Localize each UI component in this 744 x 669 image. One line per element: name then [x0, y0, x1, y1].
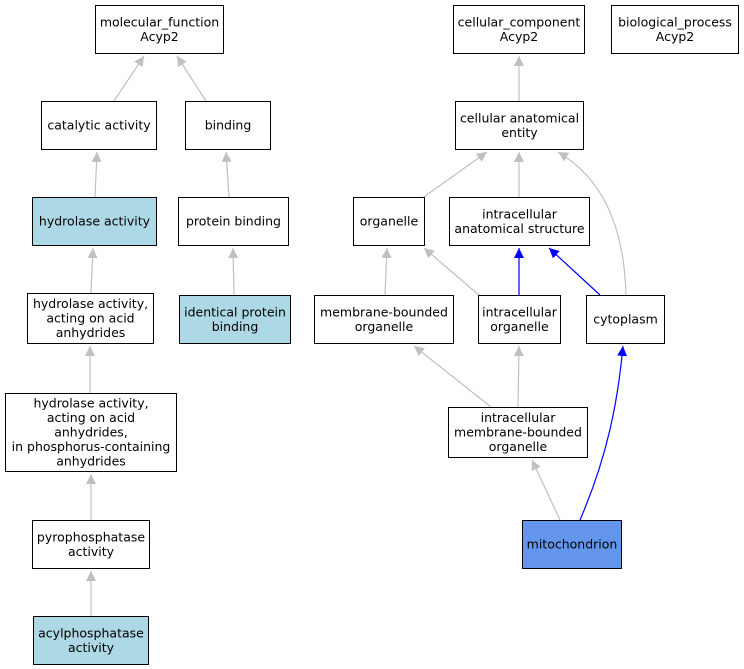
node-label-line: cellular anatomical: [460, 110, 579, 125]
node-cytoplasm[interactable]: cytoplasm: [586, 295, 665, 344]
node-box: [27, 293, 154, 344]
node-box: [611, 5, 739, 54]
node-label-line: anhydrides: [56, 454, 126, 469]
node-hydrolase-phosphorus[interactable]: hydrolase activity,acting on acidanhydri…: [5, 393, 177, 472]
edge-hydrolase-activity-to-catalytic-activity: [91, 151, 102, 198]
node-box: [586, 295, 665, 344]
node-mitochondrion[interactable]: mitochondrion: [522, 520, 622, 569]
node-box: [5, 393, 177, 472]
edge-mitochondrion-to-intracellular-membrane-bounded-organelle: [531, 459, 561, 521]
node-label-line: hydrolase activity: [39, 214, 151, 229]
node-box: [353, 197, 425, 246]
edge-intracellular-membrane-bounded-organelle-to-intracellular-organelle: [513, 345, 524, 408]
node-label-line: in phosphorus-containing: [12, 439, 171, 454]
node-label-line: pyrophosphatase: [37, 529, 145, 544]
node-binding[interactable]: binding: [185, 101, 271, 150]
edges-layer: [85, 55, 628, 616]
edge-catalytic-activity-to-molecular-function: [113, 55, 145, 102]
node-catalytic-activity[interactable]: catalytic activity: [41, 101, 157, 150]
node-label-line: acting on acid: [46, 311, 134, 326]
node-box: [449, 197, 590, 246]
edge-protein-binding-to-binding: [221, 151, 232, 198]
edge-identical-protein-binding-to-protein-binding: [228, 247, 239, 296]
node-label-line: organelle: [360, 214, 419, 229]
node-label-line: organelle: [355, 319, 414, 334]
edge-cytoplasm-to-intracellular-anatomical-structure: [548, 247, 601, 296]
edge-membrane-bounded-organelle-to-organelle: [381, 247, 392, 296]
node-label-line: anhydrides,: [54, 425, 128, 440]
node-label-line: intracellular: [482, 304, 558, 319]
node-label-line: hydrolase activity,: [33, 396, 148, 411]
node-hydrolase-activity[interactable]: hydrolase activity: [32, 197, 157, 246]
node-label-line: Acyp2: [500, 29, 539, 44]
node-organelle[interactable]: organelle: [353, 197, 425, 246]
node-label-line: mitochondrion: [527, 537, 618, 552]
node-label-line: binding: [205, 118, 252, 133]
node-label-line: activity: [68, 640, 115, 655]
node-label-line: anatomical structure: [454, 221, 584, 236]
edge-mitochondrion-to-cytoplasm: [579, 345, 628, 521]
node-box: [179, 295, 291, 344]
node-label-line: cytoplasm: [593, 312, 658, 327]
node-box: [185, 101, 271, 150]
node-label-line: anhydrides: [56, 325, 126, 340]
node-box: [32, 197, 157, 246]
node-box: [95, 5, 224, 54]
edge-intracellular-membrane-bounded-organelle-to-membrane-bounded-organelle: [413, 345, 492, 408]
edge-hydrolase-acid-anhydrides-to-hydrolase-activity: [87, 247, 98, 294]
node-label-line: intracellular: [481, 410, 557, 425]
node-label-line: catalytic activity: [47, 118, 151, 133]
edge-organelle-to-cellular-anatomical-entity: [420, 151, 488, 200]
node-label-line: acting on acid: [47, 410, 135, 425]
node-box: [41, 101, 157, 150]
edge-binding-to-molecular-function: [176, 55, 207, 102]
node-label-line: cellular_component: [458, 14, 581, 29]
node-label-line: entity: [501, 125, 538, 140]
node-box: [32, 520, 150, 569]
node-label-line: Acyp2: [656, 29, 695, 44]
edge-intracellular-organelle-to-organelle: [423, 247, 481, 297]
node-label-line: membrane-bounded: [320, 304, 448, 319]
node-label-line: molecular_function: [100, 14, 219, 29]
node-label-line: organelle: [490, 319, 549, 334]
node-label-line: hydrolase activity,: [33, 296, 148, 311]
node-label-line: binding: [212, 319, 259, 334]
edge-cytoplasm-to-cellular-anatomical-entity: [557, 151, 627, 296]
node-label-line: organelle: [489, 439, 548, 454]
node-box: [33, 616, 149, 665]
node-box: [314, 295, 454, 344]
node-label-line: protein binding: [186, 214, 281, 229]
node-box: [522, 520, 622, 569]
node-box: [178, 197, 289, 246]
node-box: [453, 5, 585, 54]
node-box: [455, 101, 584, 150]
node-label-line: acylphosphatase: [38, 625, 144, 640]
node-label-line: biological_process: [618, 14, 732, 29]
node-protein-binding[interactable]: protein binding: [178, 197, 289, 246]
node-hydrolase-acid-anhydrides[interactable]: hydrolase activity,acting on acidanhydri…: [27, 293, 154, 344]
node-box: [448, 407, 588, 458]
node-label-line: activity: [68, 544, 115, 559]
node-label-line: membrane-bounded: [454, 425, 582, 440]
node-box: [478, 295, 561, 344]
node-label-line: identical protein: [184, 304, 286, 319]
node-label-line: Acyp2: [140, 29, 179, 44]
node-label-line: intracellular: [482, 206, 558, 221]
